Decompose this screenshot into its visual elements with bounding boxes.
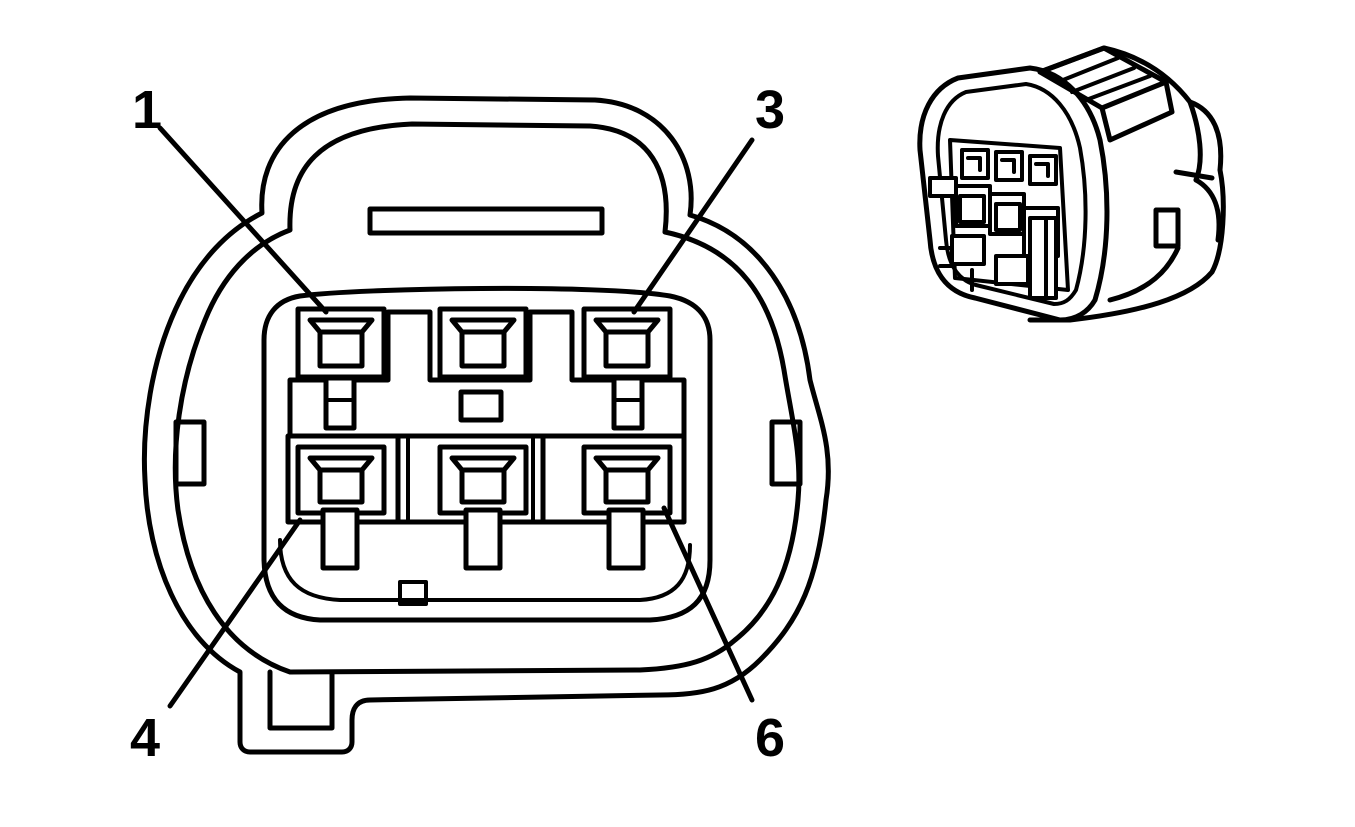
latch-tab (267, 669, 335, 731)
key-slot (367, 206, 605, 236)
terminal-pin-3 (581, 306, 673, 431)
housing-outer (141, 95, 831, 755)
terminal-pin-6 (581, 444, 673, 571)
leader-line-pin-1 (157, 125, 329, 315)
seal-ring (278, 538, 692, 602)
leader-line-pin-4 (167, 517, 303, 709)
side-lug-left (173, 419, 207, 487)
terminal-pin-2 (437, 306, 529, 380)
terminal-pin-1 (295, 306, 387, 431)
iso-cavity (948, 138, 1070, 292)
pin-label-3: 3 (755, 80, 785, 140)
pin-label-6: 6 (755, 708, 785, 768)
leader-line-pin-6 (661, 505, 755, 703)
leader-line-pin-3 (631, 137, 755, 315)
connector-front-view: 1 3 4 6 (130, 80, 831, 768)
iso-front-rim (935, 82, 1088, 306)
side-lug-right (769, 419, 803, 487)
pin-label-1: 1 (132, 80, 162, 140)
connector-isometric-view (917, 45, 1226, 323)
terminal-pin-5 (437, 444, 529, 571)
iso-rear-body (1027, 45, 1226, 323)
polarizing-key (458, 389, 504, 423)
pin-label-4: 4 (130, 708, 160, 768)
cavity-outline (261, 285, 713, 623)
iso-front-face (917, 65, 1110, 323)
bottom-rib (398, 580, 428, 606)
terminal-pin-4 (295, 444, 387, 571)
